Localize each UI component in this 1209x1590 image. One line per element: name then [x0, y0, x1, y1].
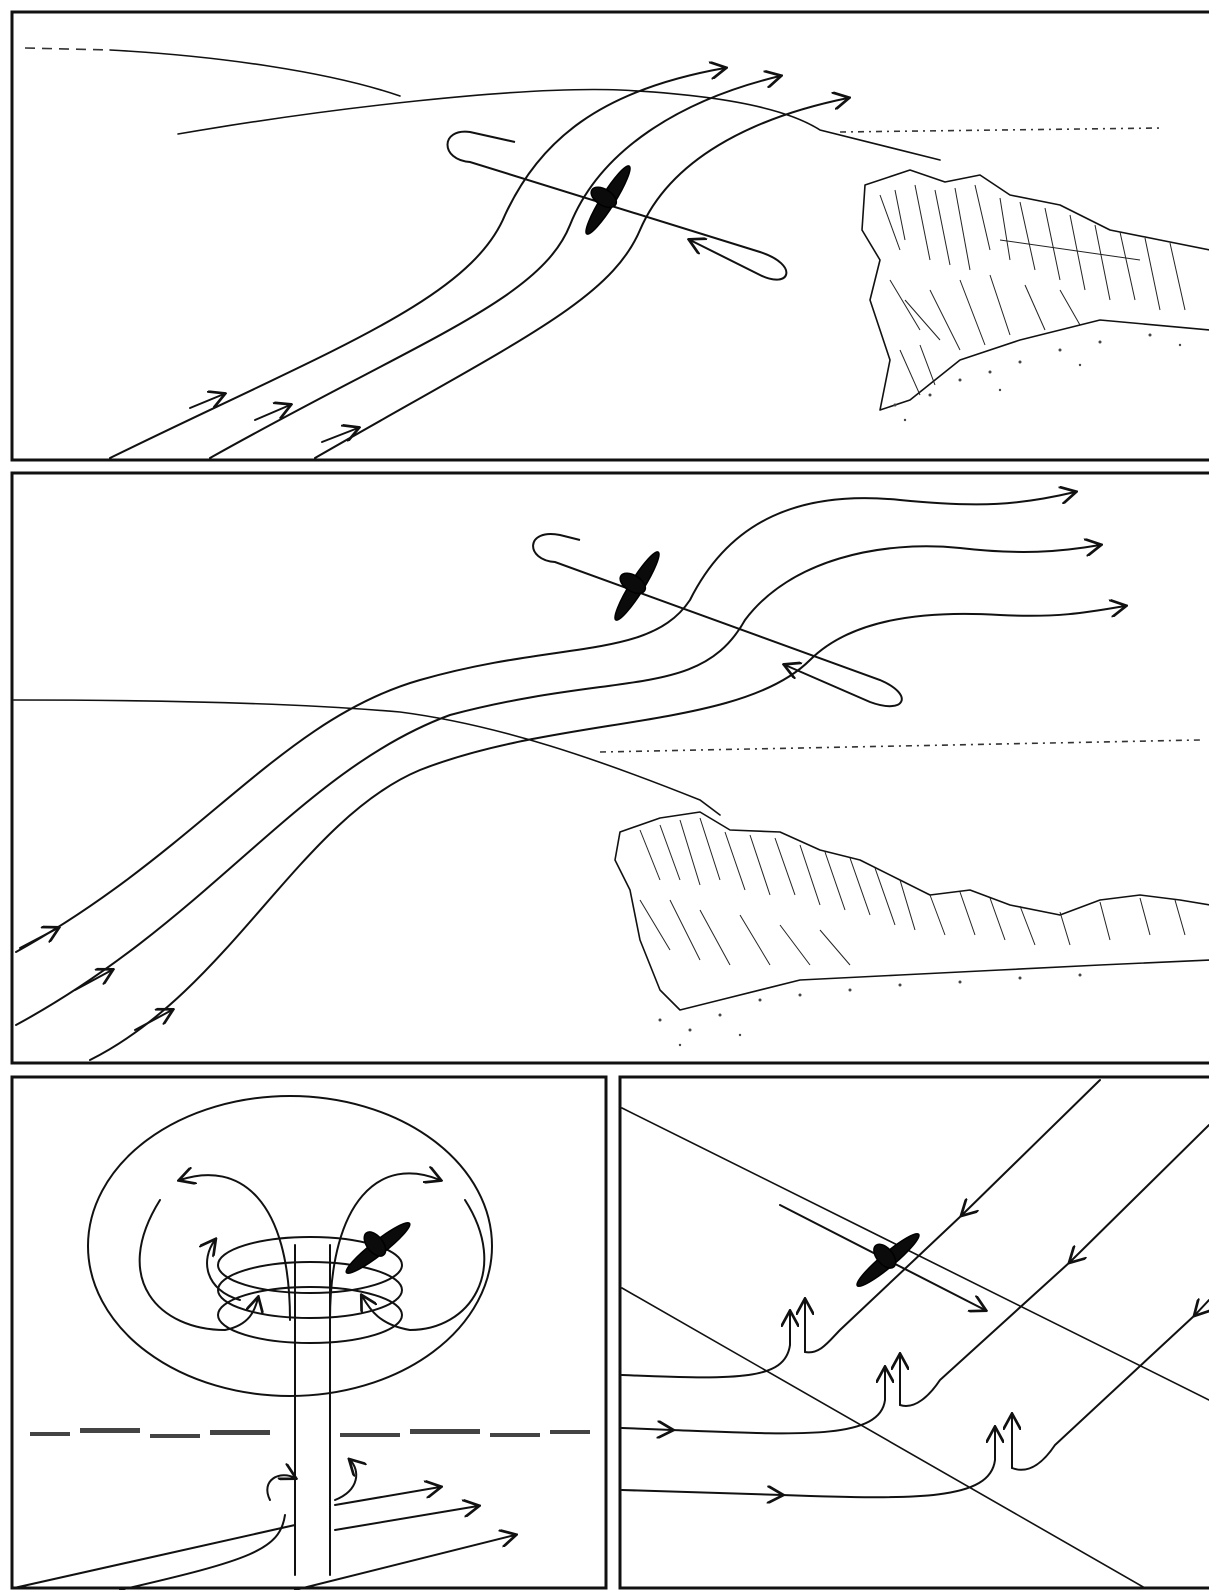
curl-flow	[335, 1460, 356, 1500]
panel-frame	[620, 1077, 1209, 1588]
far-ridge-line	[840, 128, 1160, 132]
wind-arrow	[75, 970, 112, 990]
wind-arrow	[20, 928, 58, 948]
outflow-arrow	[295, 1535, 515, 1590]
cliff-ridge	[615, 812, 1209, 1046]
panel-thermal-street	[620, 1077, 1209, 1588]
cliff-ridge	[862, 170, 1209, 421]
descending-flow	[1195, 1300, 1209, 1315]
wind-streamline	[90, 606, 1125, 1060]
ground-line	[622, 1108, 1209, 1400]
horizon-line	[25, 48, 110, 50]
horizon-texture	[30, 1428, 590, 1438]
thermal-outer-ring	[88, 1096, 492, 1396]
curl-flow	[267, 1475, 295, 1500]
panel-ridge-lift-high	[12, 473, 1209, 1063]
panel-thermal-bubble	[12, 1077, 606, 1590]
wind-streamline	[210, 76, 780, 458]
converging-flow	[622, 1490, 782, 1495]
panel-ridge-lift-low	[12, 12, 1209, 460]
thermal-core-ring	[218, 1262, 402, 1318]
descending-flow	[900, 1262, 1070, 1406]
descending-flow	[962, 1080, 1100, 1215]
converging-flow	[672, 1370, 885, 1433]
panel-frame	[12, 473, 1209, 1063]
converging-flow	[622, 1312, 790, 1377]
panel-frame	[12, 1077, 606, 1588]
wind-arrow	[322, 428, 358, 442]
descending-flow	[1070, 1125, 1209, 1262]
curl-flow	[362, 1200, 484, 1330]
thermal-core-ring	[218, 1287, 402, 1343]
figure-eight-path	[448, 132, 787, 280]
outflow-arrow	[335, 1506, 478, 1530]
inflow-line	[14, 1525, 295, 1588]
ridge-skyline	[178, 90, 940, 160]
descending-flow	[1012, 1315, 1195, 1470]
figure-eight-path	[533, 534, 902, 706]
descending-flow	[805, 1215, 962, 1352]
soaring-bird	[600, 542, 666, 625]
curl-flow	[140, 1200, 258, 1330]
far-ridge-line	[600, 740, 1200, 752]
horizon-line	[110, 50, 400, 96]
converging-flow	[622, 1428, 672, 1430]
wind-arrow	[135, 1010, 172, 1030]
soaring-bird	[845, 1220, 924, 1293]
inflow-line	[120, 1515, 285, 1590]
ground-line	[622, 1288, 1145, 1588]
